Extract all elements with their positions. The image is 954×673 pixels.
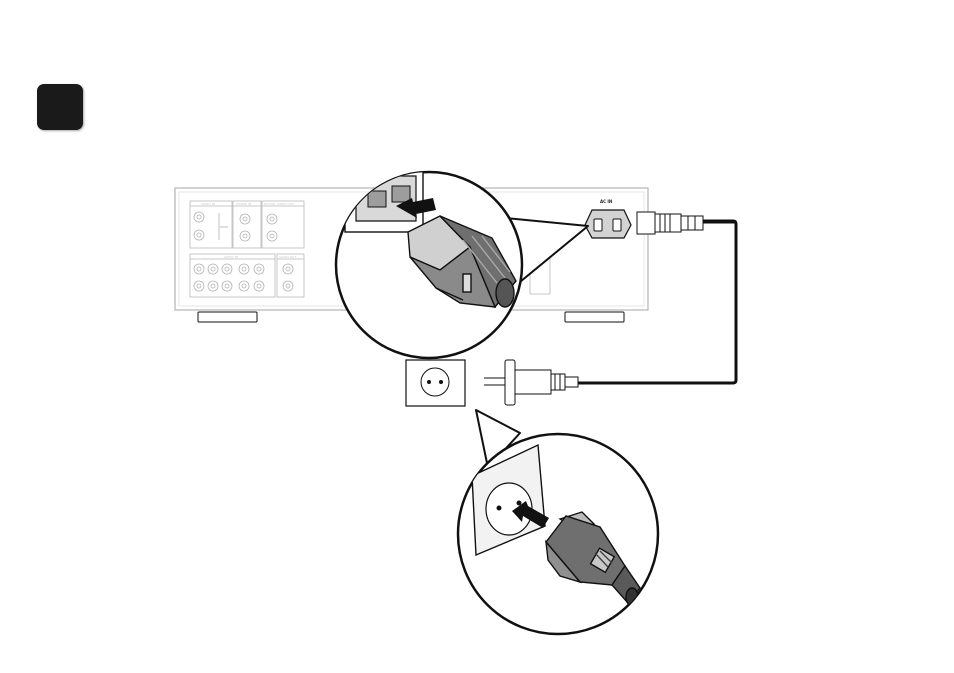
europlug-closeup bbox=[545, 511, 641, 607]
europlug-icon bbox=[484, 359, 579, 406]
panel-label-digital-out: DIGITAL AUDIO OUT bbox=[264, 202, 294, 206]
panel-label-audio-in-2: AUDIO IN bbox=[224, 255, 238, 259]
power-cable bbox=[578, 219, 738, 385]
magnifier-wall-outlet bbox=[456, 409, 660, 636]
wall-socket-icon bbox=[405, 359, 466, 407]
panel-label-phono-in: PHONO IN bbox=[236, 202, 251, 206]
ac-inlet: AC IN bbox=[584, 199, 632, 239]
panel-label-audio-out: AUDIO OUT bbox=[279, 255, 296, 259]
terminal-group-upper bbox=[189, 200, 305, 249]
arrow-right-icon bbox=[396, 198, 436, 218]
rca-jacks bbox=[193, 211, 294, 292]
magnifier-ac-inlet bbox=[334, 170, 589, 360]
device-feet bbox=[197, 311, 625, 323]
panel-label-audio-in: AUDIO IN bbox=[201, 202, 215, 206]
iec-plug-closeup bbox=[407, 215, 517, 309]
step-number-badge bbox=[37, 84, 83, 130]
ac-in-label: AC IN bbox=[600, 199, 612, 204]
iec-c7-plug-icon bbox=[636, 211, 736, 235]
